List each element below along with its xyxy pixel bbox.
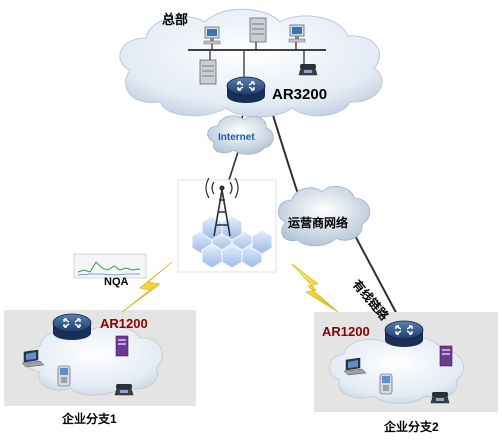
branch2-router-icon <box>384 320 424 348</box>
branch1-terminal-icon <box>57 365 71 387</box>
wireless-link-bolt-left <box>121 261 173 313</box>
hex-cells <box>191 215 273 269</box>
carrier-network-label: 运营商网络 <box>288 216 349 230</box>
internet-label: Internet <box>218 132 255 143</box>
hq-server2-icon <box>199 59 217 85</box>
branch2-cloud <box>328 336 464 404</box>
headquarters-label: 总部 <box>162 12 189 27</box>
branch2-server-icon <box>439 345 453 367</box>
headquarters-cloud <box>119 8 383 118</box>
branch2-label: 企业分支2 <box>384 420 439 434</box>
branch2-phone-icon <box>430 391 450 404</box>
wireless-link-bolt-right <box>291 263 339 313</box>
antenna-tower-icon <box>205 177 239 237</box>
branch2-terminal-icon <box>379 373 393 395</box>
branch1-phone-icon <box>114 383 134 396</box>
internet-cloud <box>207 115 274 155</box>
branch2-router-label: AR1200 <box>322 324 370 339</box>
hq-server-icon <box>249 17 267 43</box>
hq-pc-icon <box>203 26 221 45</box>
hq-pc2-icon <box>288 24 306 43</box>
internet-tower-link <box>228 151 239 181</box>
hq-router-label: AR3200 <box>272 86 328 103</box>
branch1-router-icon <box>52 313 92 341</box>
branch1-server-icon <box>115 335 129 357</box>
branch1-label: 企业分支1 <box>62 412 117 426</box>
hq-phone-icon <box>298 63 318 76</box>
hq-router-icon <box>226 76 266 104</box>
nqa-graph-thumbnail <box>73 253 147 279</box>
carrier-network-cloud <box>278 185 371 247</box>
nqa-label: NQA <box>104 276 129 288</box>
branch1-router-label: AR1200 <box>100 316 148 331</box>
